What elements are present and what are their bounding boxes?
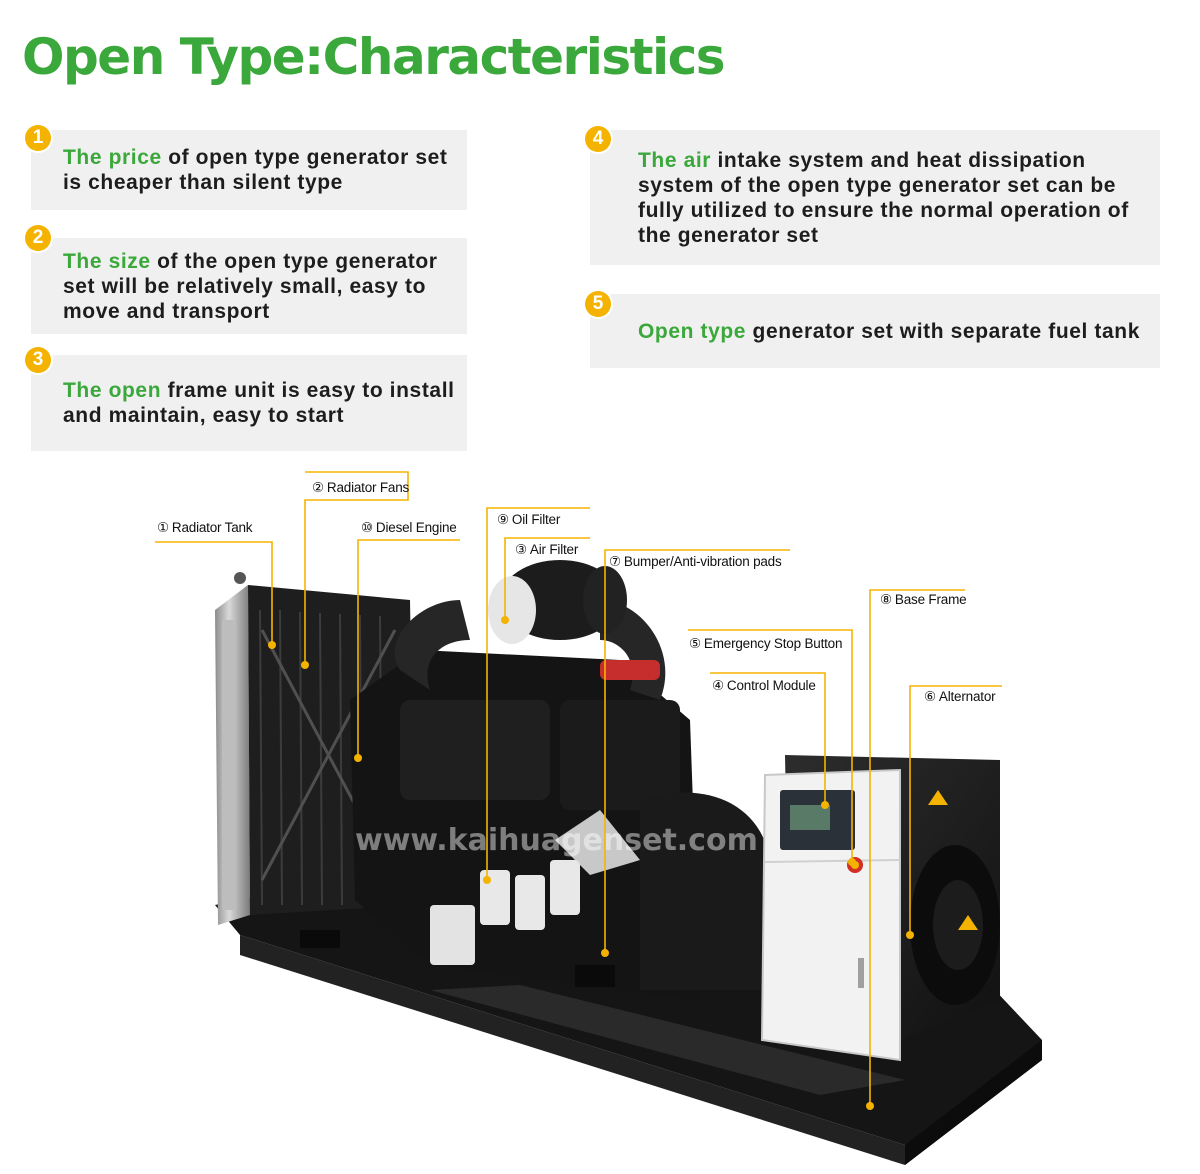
feature-card-4: The air intake system and heat dissipati… [590,130,1160,265]
feature-text-2: The size of the open type generator set … [63,249,455,324]
part-name: Oil Filter [511,512,561,527]
part-name: Emergency Stop Button [703,636,843,651]
feature-highlight-5: Open type [638,319,747,343]
part-number: ⑦ [609,554,621,569]
air-filter [488,560,627,644]
feature-card-5: Open type generator set with separate fu… [590,294,1160,368]
feature-body-4: intake system and heat dissipation syste… [638,148,1129,247]
part-number: ④ [712,678,724,693]
part-number: ⑩ [361,520,373,535]
feature-highlight-2: The size [63,249,151,273]
feature-body-1: of open type generator set is cheaper th… [63,146,448,194]
feature-highlight-3: The open [63,379,162,402]
leader-dots [268,616,914,1110]
part-number: ③ [515,542,527,557]
feature-badge-2: 2 [25,225,51,251]
part-name: Air Filter [529,542,579,557]
feature-badge-3: 3 [25,347,51,373]
feature-text-5: Open type generator set with separate fu… [638,319,1140,344]
part-name: Bumper/Anti-vibration pads [623,554,782,569]
part-name: Base Frame [894,592,967,607]
feature-badge-5: 5 [585,291,611,317]
feature-text-4: The air intake system and heat dissipati… [638,148,1148,248]
part-number: ⑨ [497,512,509,527]
feature-body-2: of the open type generator set will be r… [63,249,438,323]
feature-card-3: The open frame unit is easy to install a… [31,355,467,451]
part-number: ① [157,520,169,535]
part-name: Alternator [938,689,996,704]
leader-lines [155,471,1002,1105]
page-title: Open Type:Characteristics [22,28,726,86]
feature-body-3: frame unit is easy to install and mainta… [63,379,455,427]
feature-text-3: The open frame unit is easy to install a… [63,378,455,428]
part-number: ⑤ [689,636,701,651]
feature-card-1: The price of open type generator set is … [31,130,467,210]
part-number: ⑧ [880,592,892,607]
part-name: Diesel Engine [375,520,457,535]
control-cabinet [760,768,901,1062]
watermark: www.kaihuagenset.com [355,823,758,858]
part-number: ② [312,480,324,495]
diesel-engine [350,600,700,1000]
feature-badge-4: 4 [585,126,611,152]
part-name: Control Module [726,678,816,693]
anti-vibration-pads [300,930,615,987]
part-name: Radiator Fans [326,480,410,495]
part-name: Radiator Tank [171,520,253,535]
feature-text-1: The price of open type generator set is … [63,145,455,195]
feature-highlight-4: The air [638,148,712,172]
feature-badge-1: 1 [25,125,51,151]
part-number: ⑥ [924,689,936,704]
generator-illustration: www.kaihuagenset.com [155,471,1042,1165]
feature-body-5: generator set with separate fuel tank [746,319,1141,343]
feature-highlight-1: The price [63,146,162,169]
feature-card-2: The size of the open type generator set … [31,238,467,334]
